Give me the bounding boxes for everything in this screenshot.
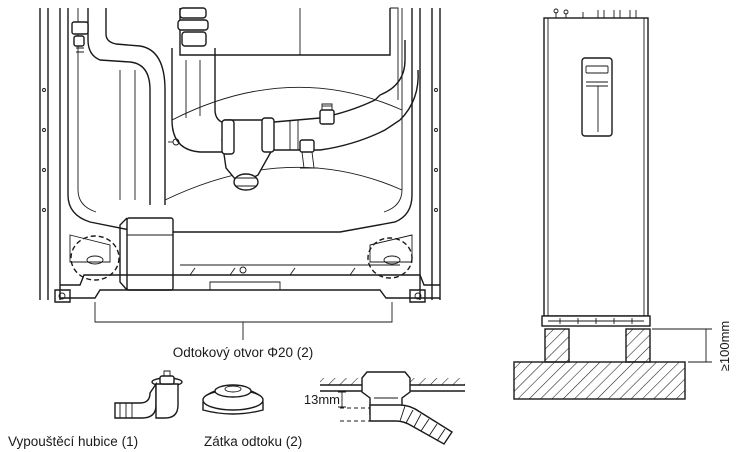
pedestal-left bbox=[544, 328, 570, 363]
ground-slab bbox=[513, 361, 686, 400]
drain-spout-label: Vypouštěcí hubice (1) bbox=[8, 434, 138, 449]
elbow-spout-icon bbox=[114, 370, 183, 419]
dimension-clearance bbox=[652, 328, 712, 363]
drain-hole-label: Odtokový otvor Φ20 (2) bbox=[173, 345, 314, 360]
dimension-13mm bbox=[338, 391, 346, 408]
indoor-unit bbox=[541, 8, 651, 327]
drain-hose-section bbox=[320, 371, 465, 445]
drain-hole-marker-left bbox=[70, 235, 120, 281]
drain-hole-leader bbox=[94, 302, 393, 340]
drain-plug-icon bbox=[202, 384, 264, 415]
gap-13mm-label: 13mm bbox=[304, 392, 340, 407]
drain-plug-label: Zátka odtoku (2) bbox=[204, 434, 302, 449]
clearance-label: ≥100mm bbox=[717, 321, 732, 371]
pedestal-right bbox=[625, 328, 651, 363]
drain-hole-marker-right bbox=[367, 237, 413, 279]
unit-base-interior bbox=[39, 7, 441, 340]
